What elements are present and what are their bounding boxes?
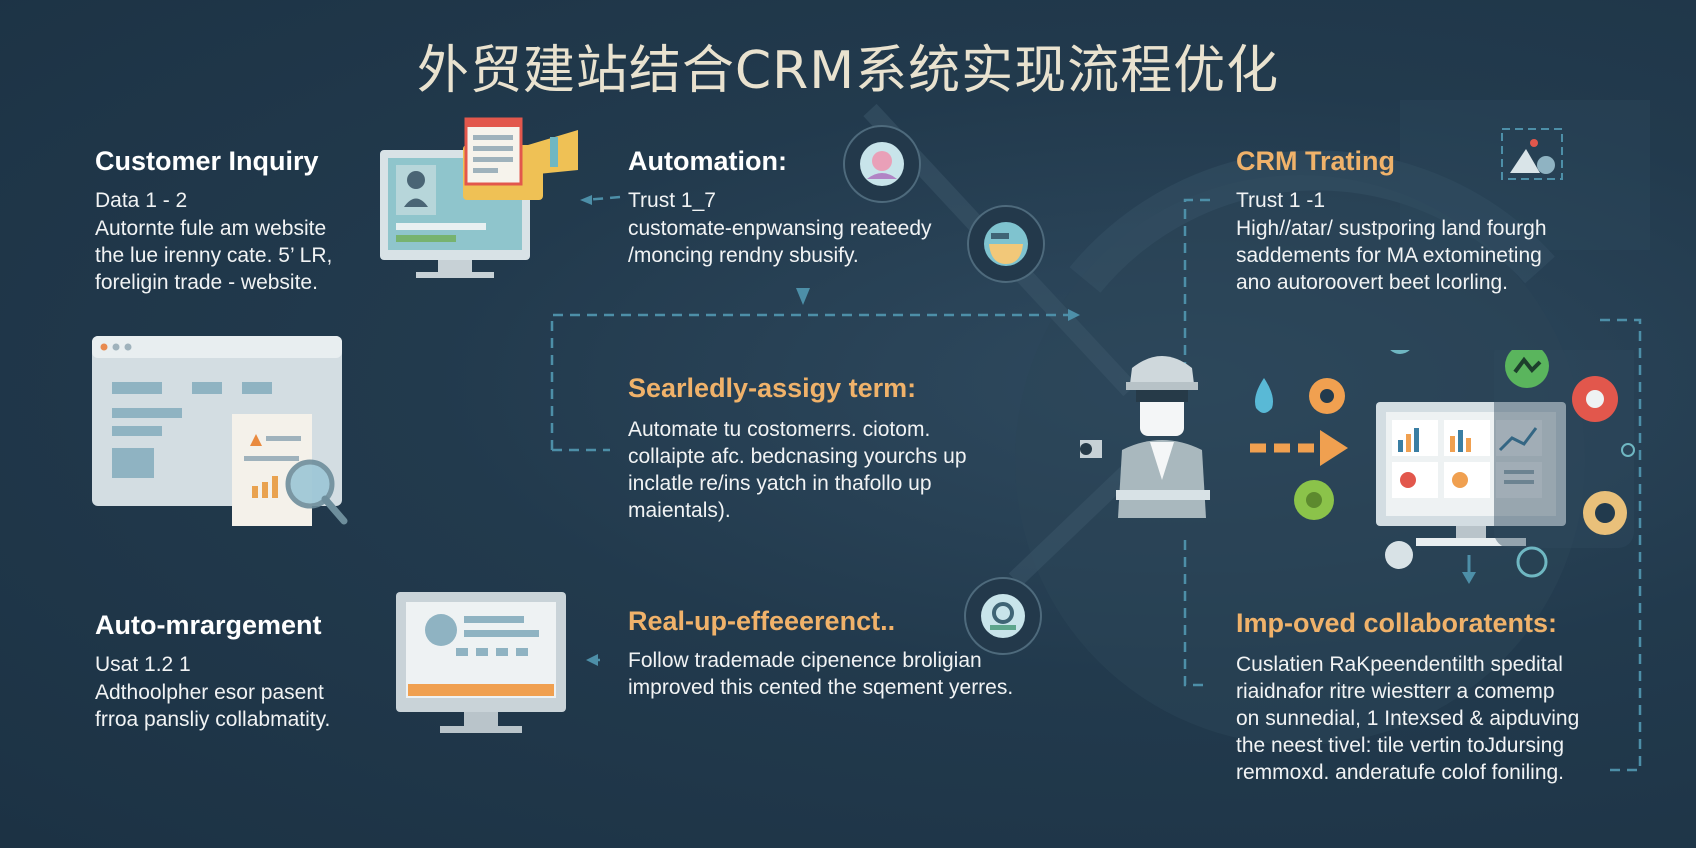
- mountain-photo-icon: [1501, 128, 1563, 180]
- crm-analytics-cluster: [1080, 350, 1635, 584]
- section-body: Follow trademade cipenence broligian imp…: [628, 647, 1013, 701]
- section-title: Automation:: [628, 146, 787, 176]
- section-crm-trating: CRM Trating Trust 1 -1 High//atar/ sustp…: [1236, 146, 1547, 296]
- body-line: Cuslatien RaKpeendentilth spedital: [1236, 653, 1563, 676]
- section-body: Automate tu costomerrs. ciotom. collaipt…: [628, 416, 967, 524]
- analytics-monitor-icon: [1376, 402, 1566, 546]
- page-title: 外贸建站结合CRM系统实现流程优化: [416, 41, 1280, 101]
- section-subtitle: Trust 1_7: [628, 189, 716, 212]
- section-body: Adthoolpher esor pasent frroa pansliy co…: [95, 679, 330, 733]
- body-line: collaipte afc. bedcnasing yourchs up: [628, 445, 967, 468]
- body-line: Adthoolpher esor pasent: [95, 681, 324, 704]
- body-line: riaidnafor ritre wiestterr a comemp: [1236, 680, 1555, 703]
- section-improved: Imp-oved collaboratents: Cuslatien RaKpe…: [1236, 608, 1579, 786]
- section-title: Searledly-assigy term:: [628, 373, 917, 403]
- body-line: remmoxd. anderatufe colof foniling.: [1236, 761, 1565, 784]
- avatar-badge-icon: [843, 125, 921, 203]
- body-line: improved this cented the sqement yerres.: [628, 676, 1014, 699]
- body-line: the neest tivel: tile vertin toJdursing: [1236, 734, 1565, 757]
- body-line: customate-enpwansing reateedy: [628, 217, 932, 240]
- section-body: Cuslatien RaKpeendentilth spedital riaid…: [1236, 651, 1579, 786]
- body-line: foreligin trade - website.: [95, 271, 318, 294]
- section-subtitle: Data 1 - 2: [95, 189, 188, 212]
- section-title: CRM Trating: [1236, 146, 1395, 176]
- body-line: Autornte fule am website: [95, 217, 327, 240]
- person-hardhat-icon: [1116, 356, 1210, 518]
- body-line: inclatle re/ins yatch in thafollo up: [628, 472, 932, 495]
- body-line: saddements for MA extomineting: [1236, 244, 1542, 267]
- section-title: Customer Inquiry: [95, 146, 319, 176]
- body-line: High//atar/ sustporing land fourgh: [1236, 217, 1547, 240]
- coffee-badge-icon: [967, 205, 1045, 283]
- section-auto-management: Auto-mrargement Usat 1.2 1 Adthoolpher e…: [95, 610, 330, 733]
- section-title: Auto-mrargement: [95, 610, 322, 640]
- chart-badge-icon: [964, 577, 1042, 655]
- section-subtitle: Usat 1.2 1: [95, 653, 191, 676]
- gear-icon: [1309, 378, 1345, 414]
- body-line: Follow trademade cipenence broligian: [628, 649, 982, 672]
- body-line: /moncing rendny sbusify.: [628, 244, 859, 267]
- body-line: on sunnedial, 1 Intexsed & aipduving: [1236, 707, 1580, 730]
- presentation-monitor-icon: [396, 592, 566, 733]
- report-magnifier-icon: [92, 336, 348, 526]
- section-automation: Automation: Trust 1_7 customate-enpwansi…: [628, 146, 932, 269]
- body-line: Automate tu costomerrs. ciotom.: [628, 418, 931, 441]
- section-body: customate-enpwansing reateedy /moncing r…: [628, 215, 932, 269]
- megaphone-icon: [463, 117, 578, 200]
- body-line: the lue irenny cate. 5’ LR,: [95, 244, 333, 267]
- section-body: High//atar/ sustporing land fourgh sadde…: [1236, 215, 1547, 296]
- monitor-profile-icon: [380, 117, 578, 278]
- body-line: maientals).: [628, 499, 731, 522]
- section-customer-inquiry: Customer Inquiry Data 1 - 2 Autornte ful…: [95, 146, 332, 296]
- section-assign: Searledly-assigy term: Automate tu costo…: [628, 373, 967, 524]
- section-subtitle: Trust 1 -1: [1236, 189, 1326, 212]
- section-title: Imp-oved collaboratents:: [1236, 608, 1558, 638]
- section-title: Real-up-effeeerenct..: [628, 606, 896, 636]
- water-drop-icon: [1255, 378, 1273, 413]
- body-line: frroa pansliy collabmatity.: [95, 708, 331, 731]
- section-real-up: Real-up-effeeerenct.. Follow trademade c…: [628, 606, 1013, 701]
- body-line: ano autoroovert beet lcorling.: [1236, 271, 1509, 294]
- section-body: Autornte fule am website the lue irenny …: [95, 215, 332, 296]
